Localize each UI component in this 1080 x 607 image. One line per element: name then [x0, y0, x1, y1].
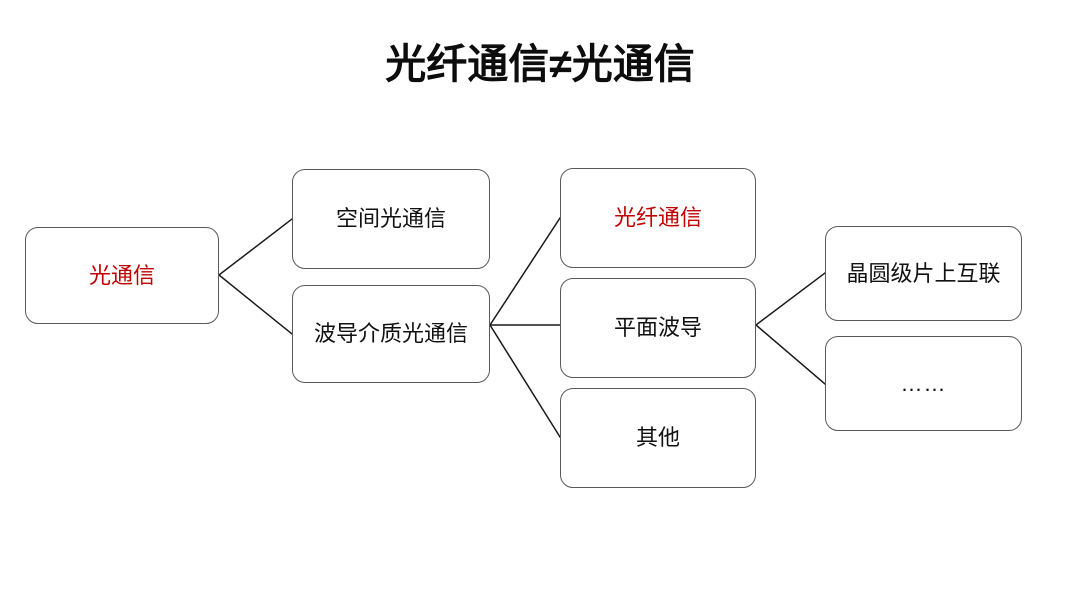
node-wafer-level-on-chip-interconnect[interactable]: 晶圆级片上互联: [825, 226, 1022, 321]
edge-planar-to-wafer: [754, 271, 827, 327]
node-free-space-optical-communication[interactable]: 空间光通信: [292, 169, 490, 269]
node-label: 晶圆级片上互联: [846, 260, 1001, 286]
node-label: 光纤通信: [613, 205, 702, 230]
node-label: 光通信: [88, 262, 155, 288]
edge-root-to-waveguide: [217, 273, 294, 336]
node-label: ……: [900, 370, 947, 396]
node-other[interactable]: 其他: [560, 388, 756, 488]
page-title: 光纤通信≠光通信: [385, 41, 695, 87]
node-fiber-optic-communication[interactable]: 光纤通信: [560, 168, 756, 268]
edge-planar-to-etc: [754, 323, 827, 386]
node-ellipsis[interactable]: ……: [825, 336, 1022, 431]
node-label: 平面波导: [613, 315, 702, 340]
node-optical-communication[interactable]: 光通信: [25, 227, 219, 324]
edge-waveguide-to-fiber: [488, 216, 562, 327]
node-label: 波导介质光通信: [313, 321, 468, 346]
node-waveguide-medium-optical-communication[interactable]: 波导介质光通信: [292, 285, 490, 383]
node-planar-waveguide[interactable]: 平面波导: [560, 278, 756, 378]
edge-root-to-free-space: [217, 217, 294, 277]
node-label: 空间光通信: [335, 206, 446, 231]
edge-waveguide-to-other: [488, 323, 562, 439]
node-label: 其他: [635, 425, 680, 450]
